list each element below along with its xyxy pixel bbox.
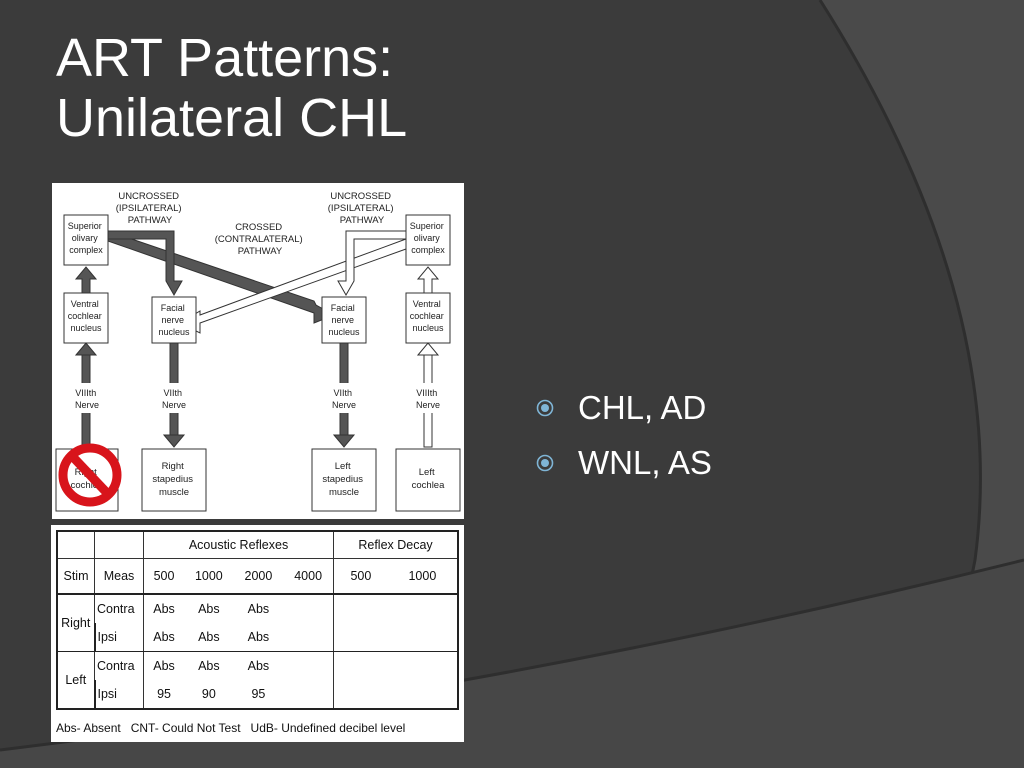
right-stapedius-box (141, 448, 207, 512)
table-row: Ipsi Abs Abs Abs (57, 623, 460, 652)
column-header: Stim (56, 558, 95, 595)
value-cell (333, 623, 388, 652)
column-header: 4000 (283, 558, 334, 595)
acoustic-reflexes-header: Acoustic Reflexes (142, 530, 334, 559)
left-cochlea-box (395, 448, 461, 512)
stim-cell: Right (56, 594, 95, 652)
nerve-label-3: VIIth Nerve (332, 388, 356, 410)
value-cell (387, 680, 460, 710)
acoustic-reflex-pathway-diagram: UNCROSSED (IPSILATERAL) PATHWAY CROSSED … (52, 183, 464, 519)
value-cell (283, 594, 333, 623)
value-cell: Abs (143, 623, 185, 652)
column-header: 1000 (387, 558, 460, 595)
uncrossed-label-right: UNCROSSED (IPSILATERAL) PATHWAY (328, 191, 396, 226)
table-row: Right Contra Abs Abs Abs (56, 594, 460, 652)
facial-right-label: Facial nerve nucleus (328, 303, 360, 337)
nerve-arrowhead-4 (416, 342, 440, 356)
bullet-text: CHL, AD (578, 389, 707, 426)
column-header: 500 (143, 558, 185, 595)
acoustic-reflex-table: Acoustic Reflexes Reflex Decay Stim Meas… (56, 530, 460, 710)
value-cell: Abs (184, 623, 234, 652)
value-cell (387, 594, 460, 623)
meas-cell: Contra (94, 651, 144, 680)
facial-left-box (151, 296, 197, 344)
column-header: 1000 (184, 558, 234, 595)
bullet-item: CHL, AD (536, 388, 712, 428)
value-cell (283, 680, 334, 710)
crossed-label: CROSSED (CONTRALATERAL) PATHWAY (215, 222, 306, 257)
vcn-left-label: Ventral cochlear nucleus (68, 299, 105, 333)
meas-cell: Contra (94, 594, 144, 623)
value-cell (387, 651, 460, 680)
value-cell (387, 623, 460, 652)
soc-left-label: Superior olivary complex (68, 221, 105, 255)
slide-title: ART Patterns: Unilateral CHL (56, 28, 407, 148)
right-stapedius-label: Right stapedius muscle (152, 461, 195, 498)
stim-cell: Left (56, 651, 95, 710)
uncrossed-arrow-left (107, 230, 183, 297)
nerve-arrowhead-1 (74, 342, 98, 356)
uncrossed-arrow-right (337, 230, 407, 297)
value-cell: Abs (198, 602, 220, 616)
bullet-text: WNL, AS (578, 444, 712, 481)
value-cell (283, 652, 333, 681)
table-column-header-row: Stim Meas 500 1000 2000 4000 500 1000 (56, 558, 460, 595)
soc-left-box (63, 214, 109, 266)
value-cell: 95 (143, 680, 185, 710)
value-cell: Abs (143, 594, 185, 623)
vcn-right-label: Ventral cochlear nucleus (410, 299, 447, 333)
value-cell: Abs (247, 659, 270, 673)
bullet-item: WNL, AS (536, 443, 712, 483)
value-cell: Abs (247, 602, 270, 616)
value-cell (333, 680, 388, 710)
uncrossed-label-left: UNCROSSED (IPSILATERAL) PATHWAY (116, 191, 184, 226)
column-header: 2000 (233, 558, 284, 595)
nerve-label-1: VIIIth Nerve (75, 388, 99, 410)
radio-bullet-icon (536, 399, 554, 417)
nerve-label-4: VIIIth Nerve (416, 388, 440, 410)
nerve-label-2: VIIth Nerve (162, 388, 186, 410)
soc-right-box (405, 214, 451, 266)
bullet-list: CHL, AD WNL, AS (536, 388, 712, 498)
column-header: Meas (94, 558, 144, 595)
nerve-arrowhead-2 (162, 434, 186, 448)
arrow-vcn-to-soc-right (416, 266, 440, 294)
acoustic-reflex-table-panel: Acoustic Reflexes Reflex Decay Stim Meas… (51, 525, 464, 742)
table-row: Left Contra Abs Abs Abs (56, 651, 460, 710)
reflex-decay-header: Reflex Decay (333, 530, 460, 559)
meas-cell: Ipsi (93, 623, 144, 652)
table-legend: Abs- Absent CNT- Could Not Test UdB- Und… (56, 721, 406, 735)
no-entry-icon (58, 443, 122, 507)
crossed-pathway-arrow-right-to-left (178, 238, 407, 334)
meas-cell: Ipsi (93, 680, 144, 710)
value-cell (283, 623, 334, 652)
arrow-vcn-to-soc-left (74, 266, 98, 294)
soc-right-label: Superior olivary complex (410, 221, 447, 255)
title-line-1: ART Patterns: (56, 28, 394, 88)
nerve-arrowhead-3 (332, 434, 356, 448)
facial-left-label: Facial nerve nucleus (158, 303, 190, 337)
value-cell: 95 (233, 680, 284, 710)
radio-bullet-icon (536, 454, 554, 472)
vcn-left-box (63, 292, 109, 344)
value-cell: Abs (143, 651, 185, 680)
left-stapedius-label: Left stapedius muscle (322, 461, 365, 498)
value-cell: 90 (184, 680, 234, 710)
value-cell (333, 594, 388, 623)
facial-right-box (321, 296, 367, 344)
left-stapedius-box (311, 448, 377, 512)
value-cell (333, 651, 388, 680)
column-header: 500 (333, 558, 388, 595)
left-cochlea-label: Left cochlea (412, 467, 445, 491)
table-row: Ipsi 95 90 95 (57, 680, 460, 710)
value-cell: Abs (198, 659, 220, 673)
title-line-2: Unilateral CHL (56, 88, 408, 148)
table-group-header-row: Acoustic Reflexes Reflex Decay (56, 530, 460, 559)
vcn-right-box (405, 292, 451, 344)
value-cell: Abs (233, 623, 284, 652)
